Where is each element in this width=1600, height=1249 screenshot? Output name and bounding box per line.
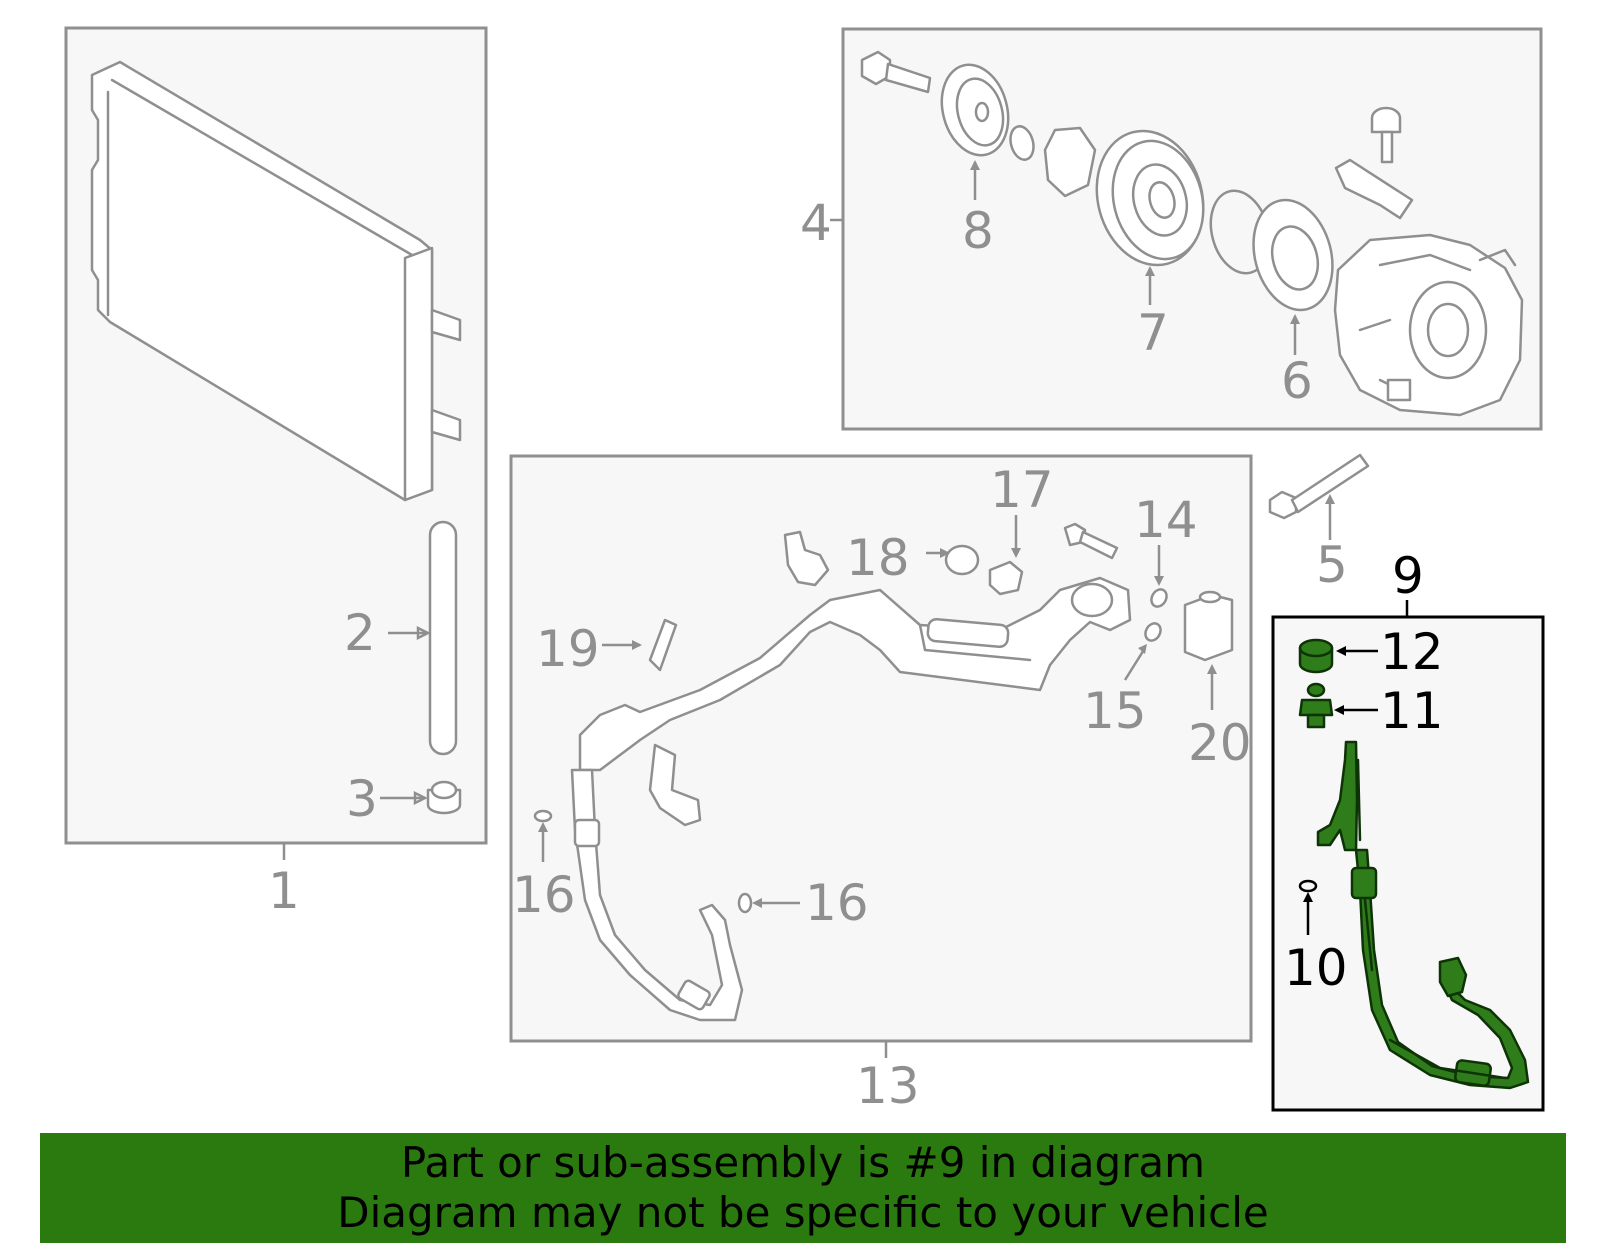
group-box-hose-9-highlighted: 9 12 11 10 [1271,547,1545,1112]
banner-line-2: Diagram may not be specific to your vehi… [337,1188,1269,1237]
callout-16-left: 16 [512,866,576,924]
callout-8: 8 [962,202,994,260]
valve-core-11 [1298,682,1334,729]
drier-tube [428,520,458,756]
bolt-5: 5 [1268,453,1370,594]
callout-6: 6 [1281,352,1313,410]
callout-16-right: 16 [805,874,869,932]
callout-10: 10 [1284,939,1348,997]
callout-15: 15 [1083,682,1147,740]
callout-19: 19 [536,620,600,678]
callout-20: 20 [1188,714,1252,772]
callout-13: 13 [856,1057,920,1115]
hose-assembly-9[interactable] [1316,740,1530,1090]
group-box-condenser: 2 3 1 [64,26,488,920]
callout-1: 1 [268,862,300,920]
callout-18: 18 [846,529,910,587]
callout-14: 14 [1134,491,1198,549]
cap-12 [1298,638,1334,674]
banner-line-1: Part or sub-assembly is #9 in diagram [400,1138,1206,1187]
callout-4: 4 [800,194,832,252]
group-box-hose-13: 18 17 14 15 20 19 16 16 13 [509,454,1253,1115]
group-box-compressor: 4 8 7 6 [800,27,1543,431]
drier-plug [426,780,462,815]
callout-17: 17 [990,461,1054,519]
callout-12: 12 [1380,623,1444,681]
callout-7: 7 [1137,304,1169,362]
callout-5: 5 [1316,536,1348,594]
callout-3: 3 [346,770,378,828]
callout-2: 2 [344,604,376,662]
info-banner: Part or sub-assembly is #9 in diagram Di… [40,1133,1566,1243]
callout-11: 11 [1380,682,1444,740]
callout-9: 9 [1392,547,1424,605]
